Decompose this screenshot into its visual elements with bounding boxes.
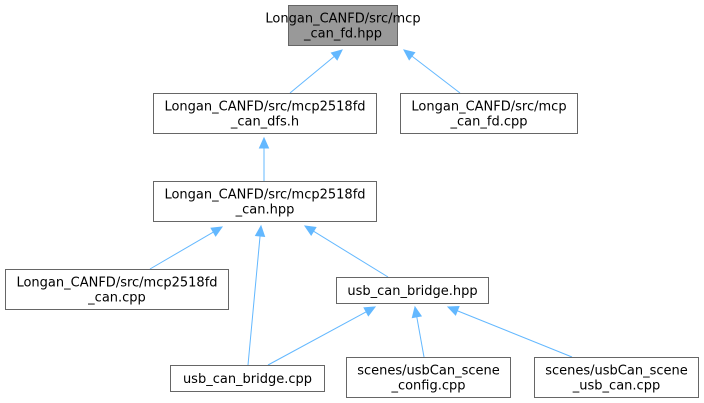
node-box [400,93,578,134]
arrow-head-icon [303,225,317,236]
arrow-head-icon [254,224,266,237]
edge-n7-to-n6 [267,306,377,366]
arrow-head-icon [363,306,377,317]
graph-node-n2[interactable]: Longan_CANFD/src/mcp2518fd_can_dfs.h [153,93,377,134]
nodes-layer: Longan_CANFD/src/mcp_can_fd.hppLongan_CA… [5,5,699,398]
edge-line [416,316,425,358]
node-box [346,357,511,398]
node-label-line: usb_can_bridge.hpp [347,284,477,299]
graph-node-n7[interactable]: usb_can_bridge.cpp [170,365,325,392]
node-box [534,357,699,398]
node-label-line: _can_fd.cpp [450,115,528,130]
edge-line [267,311,367,366]
node-label-line: Longan_CANFD/src/mcp2518fd [164,188,365,203]
graph-node-n4[interactable]: Longan_CANFD/src/mcp2518fd_can.hpp [153,181,377,222]
edge-n7-to-n4 [247,224,266,366]
node-label-line: _can_fd.hpp [303,27,382,42]
edge-n3-to-n1 [403,49,461,94]
edge-n8-to-n6 [411,305,425,358]
node-box [153,93,377,134]
node-box [153,181,377,222]
edge-n6-to-n4 [303,225,389,278]
node-label-line: scenes/usbCan_scene [545,364,688,379]
graph-node-n6[interactable]: usb_can_bridge.hpp [336,277,489,304]
graph-node-n1[interactable]: Longan_CANFD/src/mcp_can_fd.hpp [265,5,421,46]
node-label-line: _config.cpp [390,379,465,394]
arrow-head-icon [210,226,224,237]
node-label-line: _can_dfs.h [230,115,299,130]
arrow-head-icon [446,306,460,316]
arrow-head-icon [411,305,423,319]
node-label-line: scenes/usbCan_scene [357,364,500,379]
node-label-line: Longan_CANFD/src/mcp2518fd [16,276,217,291]
node-box [5,269,229,310]
edge-line [313,230,389,278]
graph-node-n3[interactable]: Longan_CANFD/src/mcp_can_fd.cpp [400,93,578,134]
arrow-head-icon [403,49,416,61]
node-box [336,277,489,304]
edge-n5-to-n4 [149,226,224,270]
node-label-line: _can.cpp [87,291,146,306]
node-label-line: Longan_CANFD/src/mcp [411,100,566,115]
node-box [170,365,325,392]
graph-node-n8[interactable]: scenes/usbCan_scene_config.cpp [346,357,511,398]
node-label-line: usb_can_bridge.cpp [183,372,312,387]
edge-line [457,310,573,358]
node-label-line: Longan_CANFD/src/mcp2518fd [164,100,365,115]
edge-line [247,235,261,366]
edge-n2-to-n1 [289,49,343,94]
edge-line [411,55,461,94]
edges-layer [149,49,573,366]
arrow-head-icon [330,49,343,61]
edge-line [289,55,335,94]
edge-line [149,231,214,270]
node-label-line: _can.hpp [235,203,295,218]
node-box [288,5,398,46]
edge-n9-to-n6 [446,306,573,358]
node-label-line: Longan_CANFD/src/mcp [265,12,420,27]
graph-node-n5[interactable]: Longan_CANFD/src/mcp2518fd_can.cpp [5,269,229,310]
node-label-line: _usb_can.cpp [572,379,660,394]
edge-n4-to-n2 [258,136,270,181]
arrow-head-icon [258,136,270,149]
graph-node-n9[interactable]: scenes/usbCan_scene_usb_can.cpp [534,357,699,398]
